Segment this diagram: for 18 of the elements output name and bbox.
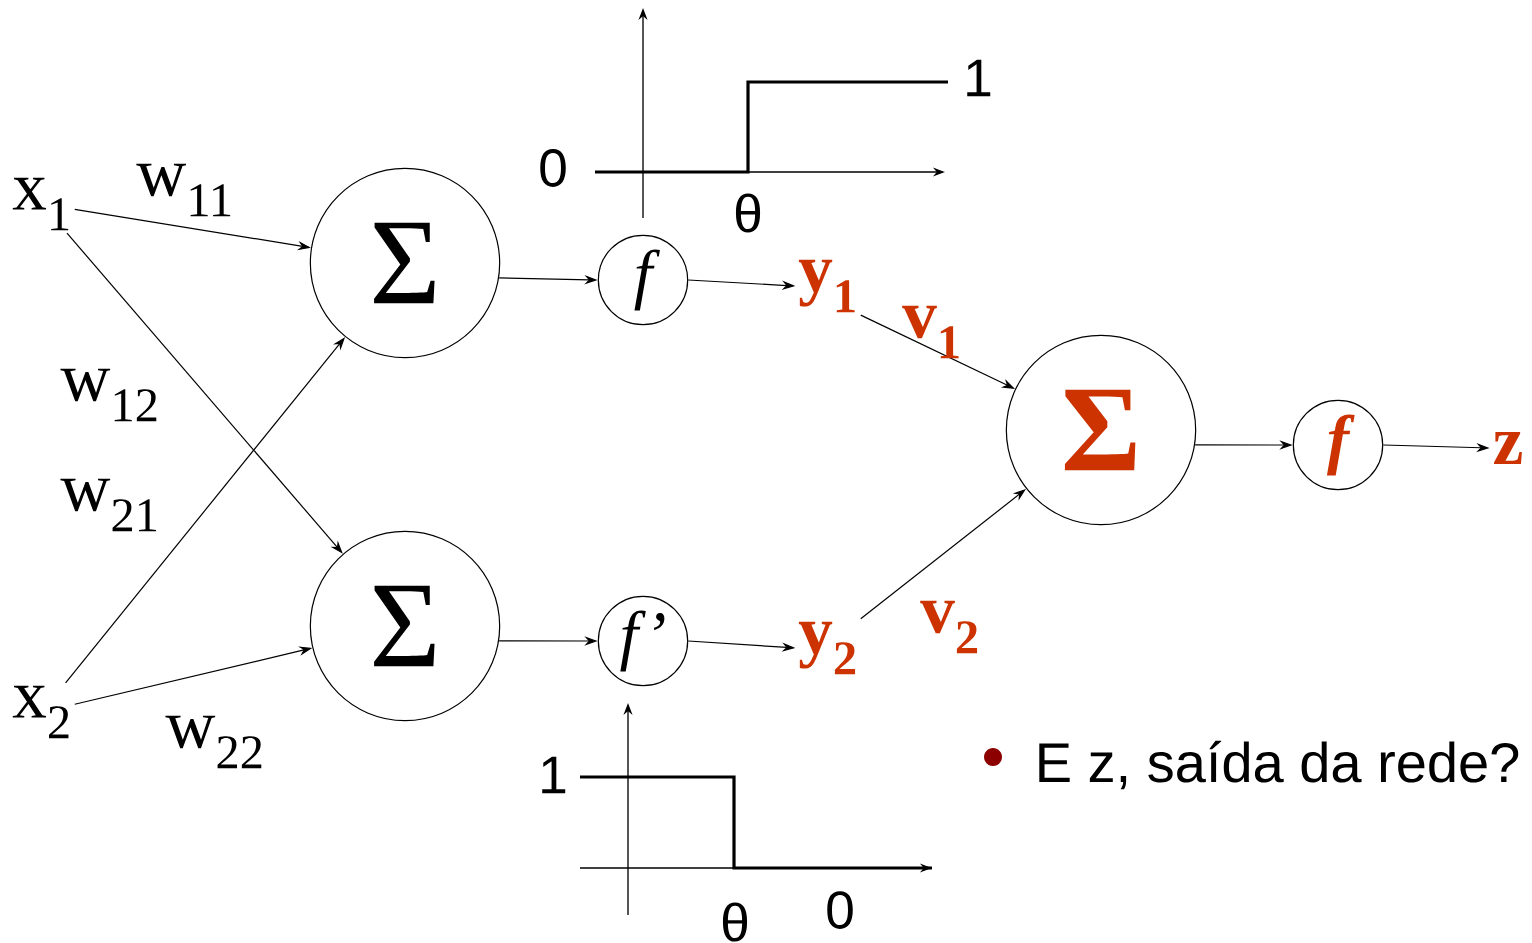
edge-label: v$_{2}$ [920, 600, 978, 654]
output-label: z [1494, 432, 1522, 464]
edge-label: w$_{11}$ [136, 163, 231, 217]
edge-label: v$_{1}$ [902, 305, 959, 359]
bullet-point: E z, saída da rede? [984, 740, 1519, 790]
output-label: y$_{2}$ [798, 621, 856, 675]
axis-label: 1 [542, 756, 566, 794]
edge-label: w$_{21}$ [60, 478, 157, 532]
input-label: x$_{2}$ [12, 685, 69, 739]
axis-label: 0 [827, 891, 853, 929]
axis-label: θ [735, 193, 761, 233]
edge-label: w$_{12}$ [60, 368, 157, 422]
output-label: y$_{1}$ [798, 259, 855, 313]
axis-label: 0 [540, 149, 566, 187]
edge-label: w$_{22}$ [165, 715, 262, 769]
axis-label: θ [722, 902, 748, 942]
axis-label: 1 [967, 59, 991, 97]
input-label: x$_{1}$ [12, 177, 69, 231]
